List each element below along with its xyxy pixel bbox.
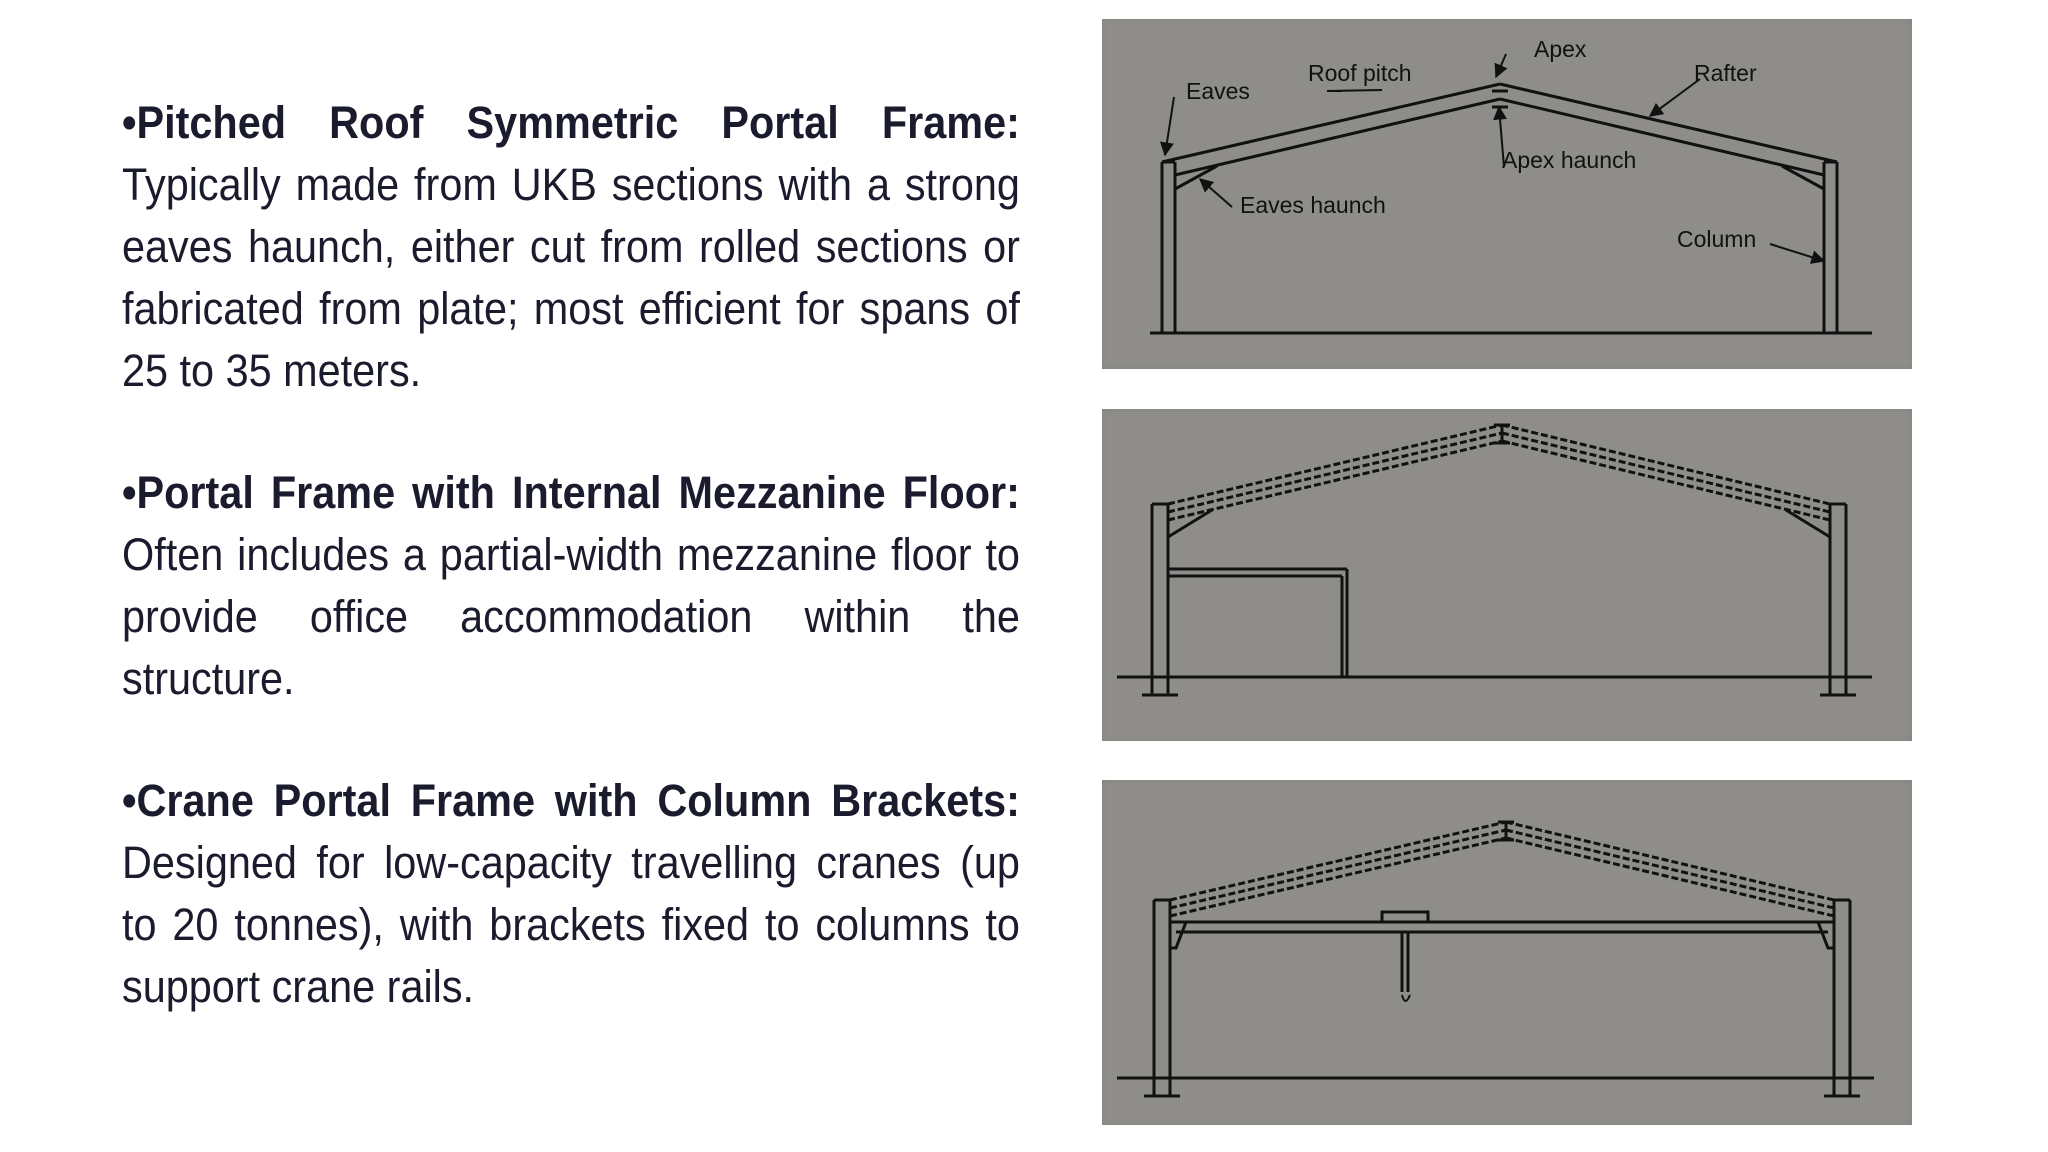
mezzanine-frame-svg [1117, 423, 1872, 697]
right-bracket [1815, 920, 1834, 950]
label-column: Column [1677, 226, 1756, 252]
crane-crab [1380, 910, 1430, 924]
label-rafter: Rafter [1694, 60, 1757, 86]
bullet-body: Typically made from UKB sections with a … [122, 159, 1020, 396]
right-rafter [1501, 423, 1831, 506]
crane-hook [1401, 994, 1411, 1002]
bullet-heading: •Crane Portal Frame with Column Brackets… [122, 775, 1020, 826]
bullet-body: Designed for low-capacity travelling cra… [122, 837, 1020, 1012]
left-rafter [1167, 423, 1503, 506]
label-apex-haunch: Apex haunch [1502, 147, 1636, 173]
portal-frame-svg: Eaves Roof pitch Apex Rafter Apex haunch… [1150, 36, 1872, 335]
crane-frame-diagram [1102, 780, 1912, 1125]
mezzanine-frame-diagram [1102, 409, 1912, 741]
left-bracket [1170, 920, 1189, 950]
portal-frame-diagram: Eaves Roof pitch Apex Rafter Apex haunch… [1102, 19, 1912, 369]
bullet-mezzanine: •Portal Frame with Internal Mezzanine Fl… [122, 462, 1020, 710]
bullet-crane: •Crane Portal Frame with Column Brackets… [122, 770, 1020, 1018]
left-rafter [1169, 820, 1507, 902]
left-rafter [1161, 82, 1501, 164]
right-rafter [1505, 820, 1835, 902]
bullet-heading: •Portal Frame with Internal Mezzanine Fl… [122, 467, 1020, 518]
label-eaves: Eaves [1186, 78, 1250, 104]
bullet-list: •Pitched Roof Symmetric Portal Frame: Ty… [122, 92, 1020, 1078]
label-roof-pitch: Roof pitch [1308, 60, 1412, 86]
label-apex: Apex [1534, 36, 1587, 62]
crane-frame-svg [1117, 820, 1874, 1098]
bullet-body: Often includes a partial-width mezzanine… [122, 529, 1020, 704]
label-eaves-haunch: Eaves haunch [1240, 192, 1386, 218]
right-rafter [1499, 82, 1838, 164]
bullet-heading: •Pitched Roof Symmetric Portal Frame: [122, 97, 1020, 148]
bullet-pitched-roof: •Pitched Roof Symmetric Portal Frame: Ty… [122, 92, 1020, 402]
